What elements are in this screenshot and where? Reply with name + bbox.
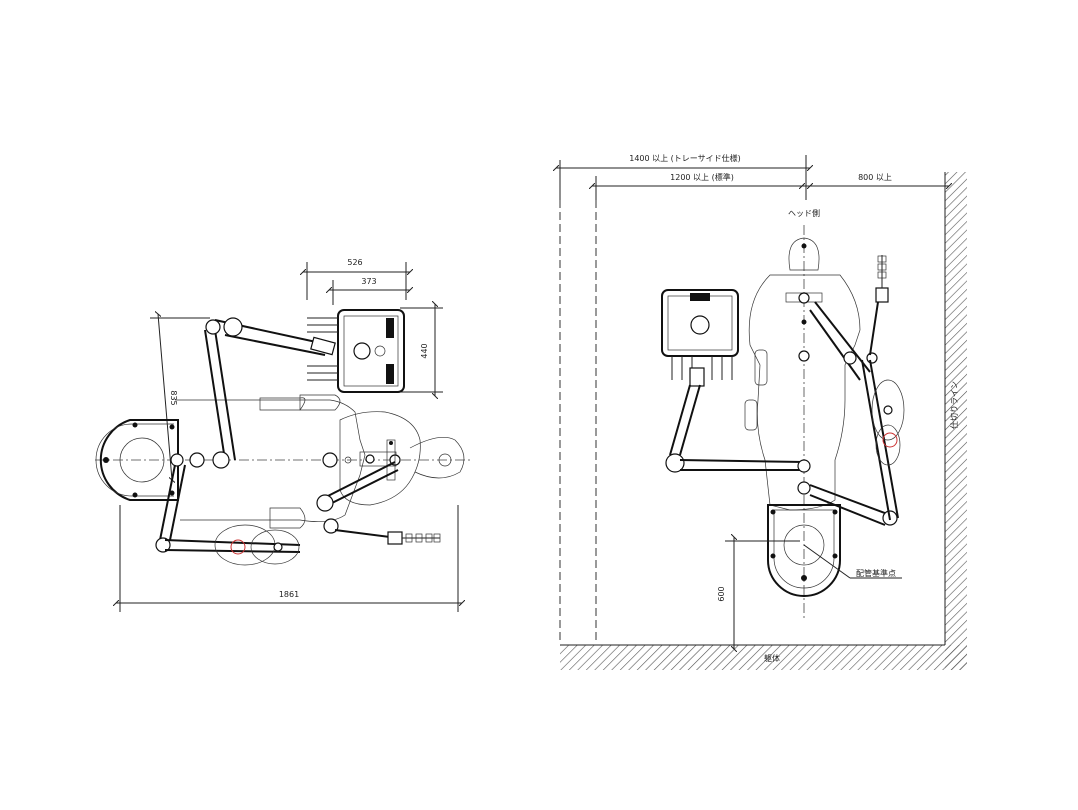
dim-tray: 526 373 440 bbox=[303, 258, 443, 396]
right-chair-body bbox=[744, 237, 861, 511]
dim-standard-label: 1200 以上 (標準) bbox=[670, 172, 734, 182]
dim-piping: 600 bbox=[717, 537, 800, 649]
left-plan-view: 1861 835 526 373 440 bbox=[95, 258, 470, 612]
right-doctor-tray bbox=[661, 289, 739, 387]
left-assistant-instruments bbox=[387, 531, 441, 545]
right-assistant-instruments bbox=[869, 255, 889, 356]
dim-arm-reach: 835 bbox=[150, 314, 210, 480]
right-chair-base: 配管基準点 bbox=[767, 504, 902, 597]
left-doctor-tray bbox=[307, 309, 405, 393]
right-room-view: 1400 以上 (トレーサイド仕様) 1200 以上 (標準) 800 以上 ヘ… bbox=[556, 153, 967, 670]
dim-head-clear-label: 800 以上 bbox=[858, 173, 892, 182]
dim-tray-side-label: 1400 以上 (トレーサイド仕様) bbox=[629, 153, 741, 163]
dim-arm-reach-label: 835 bbox=[169, 390, 178, 405]
dim-tray-outer-label: 526 bbox=[347, 258, 362, 267]
dim-overall-width-label: 1861 bbox=[279, 590, 299, 599]
left-chair-body bbox=[175, 394, 465, 529]
left-spittoon bbox=[214, 524, 300, 566]
right-spittoon bbox=[871, 379, 905, 466]
left-chair-base bbox=[95, 419, 179, 501]
dim-right-top: 1400 以上 (トレーサイド仕様) 1200 以上 (標準) 800 以上 bbox=[556, 153, 949, 200]
right-arms bbox=[665, 301, 899, 526]
piping-ref-label: 配管基準点 bbox=[856, 568, 896, 578]
floor-body-label: 躯体 bbox=[764, 653, 780, 663]
dim-tray-inner-label: 373 bbox=[361, 277, 376, 286]
dim-tray-depth-label: 440 bbox=[420, 343, 429, 358]
head-side-label: ヘッド側 bbox=[788, 208, 820, 218]
dim-overall-width: 1861 bbox=[116, 505, 462, 612]
dim-piping-label: 600 bbox=[717, 586, 726, 601]
wall-line-label: 仕切りライン bbox=[949, 381, 959, 429]
floor-hatch bbox=[560, 645, 967, 670]
right-wall-hatch bbox=[945, 172, 967, 670]
